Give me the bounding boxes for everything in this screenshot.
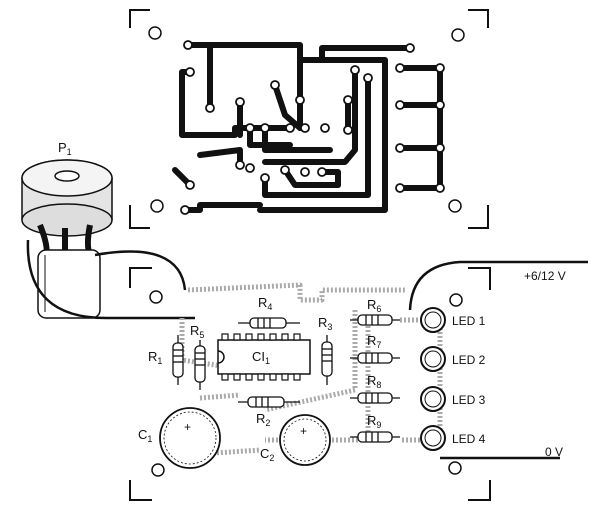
label-r5: R5 [190, 323, 205, 340]
label-ground: 0 V [545, 445, 564, 459]
label-r7: R7 [367, 333, 382, 350]
capacitor-c2 [279, 414, 331, 466]
label-ci1: CI1 [252, 349, 271, 366]
label-r8: R8 [367, 373, 382, 390]
led-3 [420, 386, 446, 412]
resistor-r3 [321, 335, 333, 385]
label-r2: R2 [256, 411, 271, 428]
resistor-r5 [194, 340, 206, 390]
solder-pads [180, 40, 445, 215]
copper-side-board [129, 9, 489, 229]
label-supply: +6/12 V [524, 269, 566, 283]
label-led-3: LED 3 [452, 393, 486, 407]
label-r4: R4 [258, 295, 273, 312]
resistor-r6 [350, 314, 400, 326]
supply-wire-positive [408, 260, 588, 311]
leds [420, 307, 446, 451]
label-r1: R1 [148, 349, 163, 366]
led-2 [420, 346, 446, 372]
supply-wires [408, 260, 588, 460]
resistor-r9 [350, 431, 400, 443]
capacitor-c1 [159, 407, 221, 469]
label-r9: R9 [367, 413, 382, 430]
resistor-r7 [350, 352, 400, 364]
label-led-2: LED 2 [452, 353, 486, 367]
resistor-r4 [238, 317, 300, 329]
label-led-1: LED 1 [452, 314, 486, 328]
potentiometer-p1 [21, 159, 113, 319]
mounting-holes-top-board [148, 26, 465, 213]
mounting-holes-bottom-board [149, 290, 463, 477]
led-4 [420, 425, 446, 451]
label-c2: C2 [260, 446, 275, 463]
capacitors [159, 407, 331, 469]
ic-ci1 [217, 333, 311, 381]
crop-marks-bottom-board [129, 267, 491, 501]
label-r6: R6 [367, 297, 382, 314]
label-c1-plus: + [184, 420, 192, 434]
label-led-4: LED 4 [452, 432, 486, 446]
resistor-r1 [172, 335, 184, 385]
resistor-r2 [238, 396, 300, 408]
label-c1: C1 [138, 427, 153, 444]
led-1 [420, 307, 446, 333]
crop-marks-top-board [129, 9, 489, 229]
resistor-r8 [350, 392, 400, 404]
label-c2-plus: + [300, 424, 308, 438]
label-p1: P1 [58, 140, 72, 157]
resistors [172, 314, 400, 443]
copper-tracks [172, 42, 443, 213]
label-r3: R3 [318, 315, 333, 332]
p1-wires [26, 239, 195, 320]
